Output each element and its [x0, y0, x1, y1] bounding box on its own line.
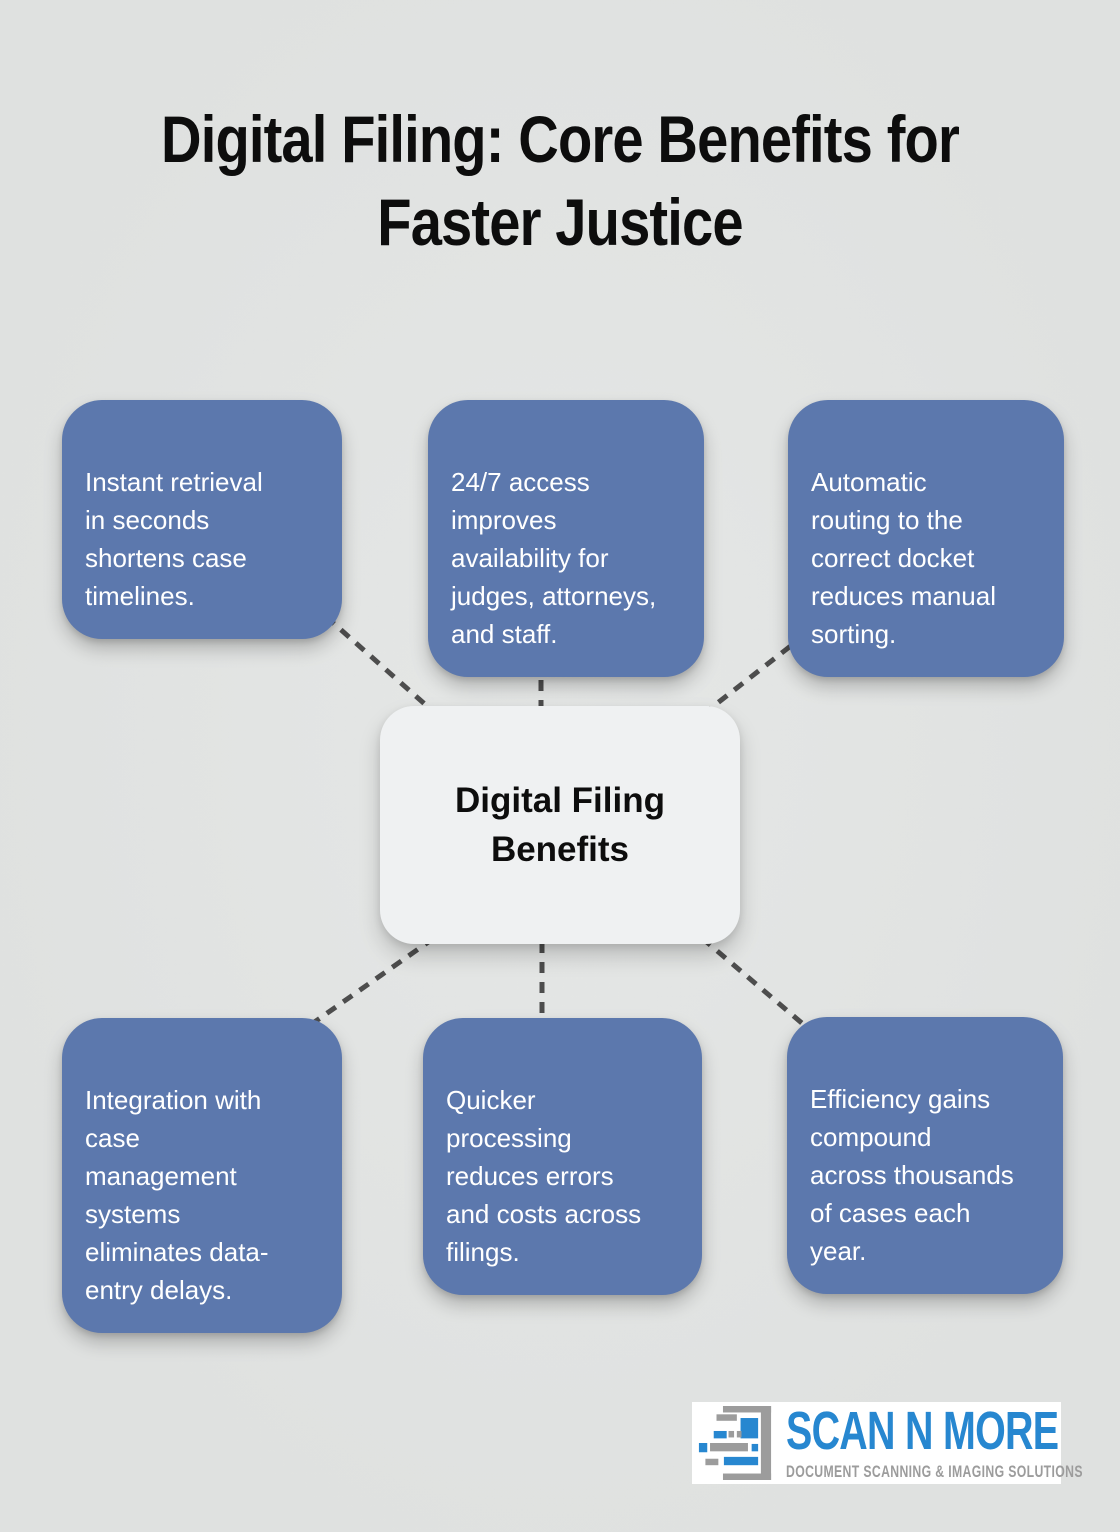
connector-bottom-right [700, 936, 812, 1032]
benefit-node-bottom-left: Integration with case management systems… [62, 1018, 342, 1333]
benefit-text: Instant retrieval in seconds shortens ca… [85, 467, 263, 611]
logo-name: SCAN N MORE [786, 1401, 1059, 1461]
page-title: Digital Filing: Core Benefits for Faster… [161, 102, 960, 260]
benefit-text: 24/7 access improves availability for ju… [451, 467, 657, 649]
benefit-text: Efficiency gains compound across thousan… [810, 1084, 1014, 1266]
benefit-node-top-center: 24/7 access improves availability for ju… [428, 400, 704, 677]
benefit-node-bottom-right: Efficiency gains compound across thousan… [787, 1017, 1063, 1294]
center-node-label: Digital Filing Benefits [455, 781, 665, 869]
benefit-text: Quicker processing reduces errors and co… [446, 1085, 642, 1267]
center-node: Digital Filing Benefits [380, 706, 740, 944]
logo-tagline: DOCUMENT SCANNING & IMAGING SOLUTIONS [786, 1462, 1083, 1481]
benefit-text: Integration with case management systems… [85, 1085, 269, 1305]
benefit-node-top-left: Instant retrieval in seconds shortens ca… [62, 400, 342, 639]
benefit-node-top-right: Automatic routing to the correct docket … [788, 400, 1064, 677]
connector-bottom-left [304, 935, 436, 1031]
benefit-node-bottom-center: Quicker processing reduces errors and co… [423, 1018, 702, 1295]
logo-text-block: SCAN N MORE DOCUMENT SCANNING & IMAGING … [786, 1404, 1120, 1482]
scan-n-more-logo: SCAN N MORE DOCUMENT SCANNING & IMAGING … [692, 1402, 1083, 1484]
benefit-text: Automatic routing to the correct docket … [811, 467, 996, 649]
document-scan-icon [698, 1406, 772, 1480]
